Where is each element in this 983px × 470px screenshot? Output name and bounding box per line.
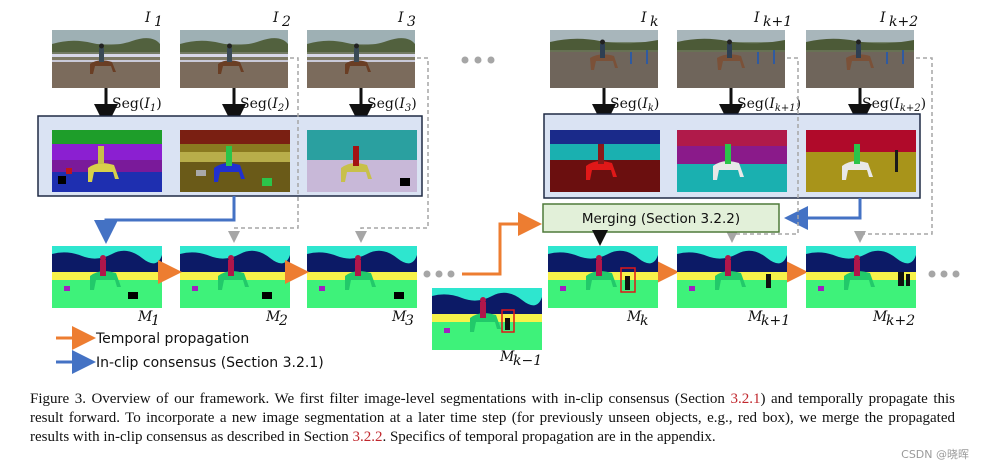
inclip-arrow-left — [94, 196, 236, 244]
svg-text:1: 1 — [151, 313, 160, 329]
seg-label-2: Seg(I2) — [240, 96, 290, 114]
svg-text:3: 3 — [407, 14, 416, 30]
mask-m2: M 2 — [180, 246, 290, 329]
input-frame-i2: I 2 — [180, 10, 291, 88]
section-ref-3-2-2[interactable]: 3.2.2 — [352, 429, 383, 445]
section-ref-3-2-1[interactable]: 3.2.1 — [730, 391, 761, 407]
svg-text:M: M — [265, 309, 281, 325]
label-i1: I — [144, 10, 151, 26]
input-frame-i3: I 3 — [307, 10, 416, 88]
svg-text:Seg(I1): Seg(I1) — [112, 96, 162, 114]
framework-figure: I 1 I 2 I 3 I k I k+1 I k+2 — [37, 10, 960, 374]
merging-box: Merging (Section 3.2.2) — [542, 203, 780, 233]
svg-text:Seg(Ik+2): Seg(Ik+2) — [862, 96, 926, 114]
label-ik2: I — [879, 10, 886, 26]
ellipsis-bottom-right — [928, 270, 960, 278]
seg-panel-left — [37, 115, 423, 197]
svg-text:M: M — [626, 309, 642, 325]
seg-label-k1: Seg(Ik+1) — [737, 96, 801, 114]
svg-text:Temporal propagation: Temporal propagation — [95, 331, 249, 347]
svg-text:M: M — [137, 309, 153, 325]
svg-text:k: k — [650, 14, 658, 30]
svg-text:Seg(Ik): Seg(Ik) — [610, 96, 659, 114]
watermark: CSDN @晓晖 — [901, 448, 969, 461]
segmentation-k2 — [806, 130, 916, 192]
svg-text:In-clip consensus (Section 3.2: In-clip consensus (Section 3.2.1) — [96, 355, 324, 371]
svg-text:2: 2 — [281, 14, 291, 30]
red-box-mk — [620, 267, 636, 293]
mask-m1: M 1 — [52, 246, 162, 329]
label-ik: I — [640, 10, 647, 26]
svg-text:3: 3 — [405, 313, 414, 329]
figure-caption: Figure 3. Overview of our framework. We … — [30, 391, 955, 445]
seg-label-3: Seg(I3) — [367, 96, 417, 114]
legend: Temporal propagation In-clip consensus (… — [56, 326, 324, 374]
svg-text:Seg(Ik+1): Seg(Ik+1) — [737, 96, 801, 114]
label-i2: I — [272, 10, 279, 26]
segmentation-1 — [52, 130, 162, 192]
temporal-arrows — [158, 212, 808, 284]
mask-m3: M 3 — [307, 246, 417, 329]
mask-mk-minus-1: M k−1 — [432, 288, 542, 369]
merging-label: Merging (Section 3.2.2) — [582, 211, 740, 227]
input-frame-i1: I 1 — [52, 10, 163, 88]
svg-text:k+2: k+2 — [886, 313, 915, 329]
mask-mk: M k — [548, 246, 658, 329]
svg-text:k+1: k+1 — [763, 14, 792, 30]
seg-label-k: Seg(Ik) — [610, 96, 659, 114]
svg-text:M: M — [872, 309, 888, 325]
label-i3: I — [397, 10, 404, 26]
seg-label-1: Seg(I1) — [112, 96, 162, 114]
segmentation-k — [550, 130, 660, 192]
input-frame-ik: I k — [550, 10, 658, 88]
seg-label-k2: Seg(Ik+2) — [862, 96, 926, 114]
svg-text:M: M — [391, 309, 407, 325]
legend-temporal: Temporal propagation — [56, 326, 249, 350]
red-box-mk-minus-1 — [501, 309, 515, 333]
mask-mk1: M k+1 — [677, 246, 790, 329]
svg-text:k+2: k+2 — [889, 14, 918, 30]
input-frame-ik2: I k+2 — [806, 10, 918, 88]
svg-text:k−1: k−1 — [513, 353, 542, 369]
dashed-connections — [228, 57, 933, 243]
mask-mk2: M k+2 — [806, 246, 916, 329]
segmentation-k1 — [677, 130, 787, 192]
svg-text:M: M — [499, 349, 515, 365]
svg-text:1: 1 — [154, 14, 163, 30]
segmentation-2 — [180, 130, 290, 192]
seg-panel-right — [543, 113, 921, 199]
svg-text:2: 2 — [278, 313, 288, 329]
svg-text:Seg(I3): Seg(I3) — [367, 96, 417, 114]
label-ik1: I — [753, 10, 760, 26]
ellipsis-top — [461, 56, 495, 64]
segmentation-3 — [307, 130, 417, 192]
svg-text:k+1: k+1 — [761, 313, 790, 329]
input-frame-ik1: I k+1 — [677, 10, 792, 88]
inclip-arrow-right — [784, 198, 862, 230]
svg-text:M: M — [747, 309, 763, 325]
ellipsis-bottom-left — [423, 270, 455, 278]
svg-text:k: k — [640, 313, 648, 329]
svg-text:Seg(I2): Seg(I2) — [240, 96, 290, 114]
legend-inclip: In-clip consensus (Section 3.2.1) — [56, 350, 324, 374]
